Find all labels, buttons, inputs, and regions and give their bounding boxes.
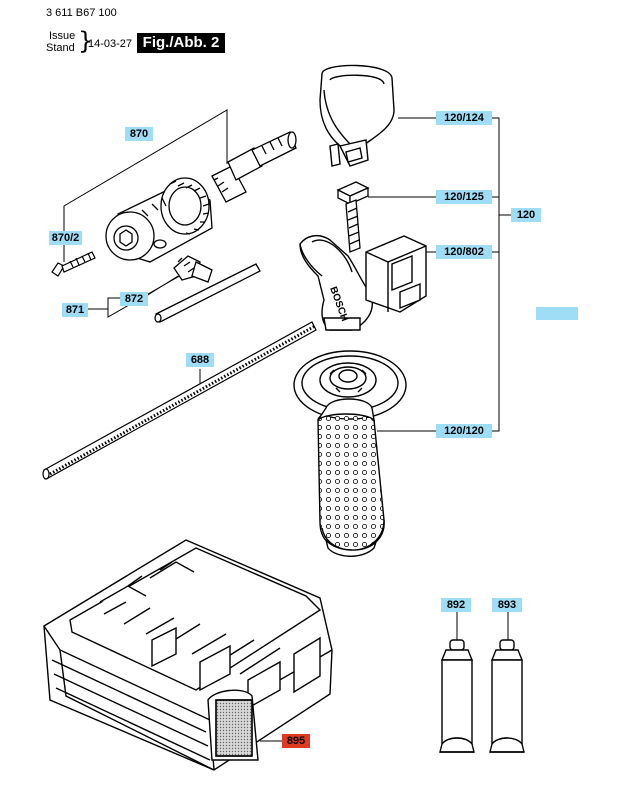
callout-892: 892 (441, 598, 471, 612)
issue-label: Issue (49, 30, 76, 42)
chuck-adapter-part (211, 131, 297, 203)
grease-tube-part-893 (489, 639, 525, 753)
stand-label: Stand (46, 42, 75, 54)
handle-holder-part: BOSCH (299, 234, 427, 331)
callout-870-2: 870/2 (49, 231, 82, 245)
callout-120-120: 120/120 (436, 424, 492, 438)
callout-120-125: 120/125 (436, 190, 492, 204)
callout-120-802: 120/802 (436, 245, 492, 259)
grease-tube-part-892 (439, 639, 475, 753)
chuck-key-part (154, 255, 261, 323)
t-bolt-part (336, 181, 370, 253)
auxiliary-handle-part (293, 350, 407, 557)
screw-part (51, 251, 96, 277)
leader-lines-chuck (63, 109, 228, 386)
clamping-band-part (319, 64, 395, 167)
issue-date: 14-03-27 (88, 38, 133, 50)
callout-688: 688 (186, 353, 214, 367)
drill-chuck-part (105, 177, 213, 263)
callout-893: 893 (492, 598, 522, 612)
empty-callout (536, 307, 578, 320)
document-number: 3 611 B67 100 (46, 7, 117, 19)
callout-120: 120 (511, 208, 541, 222)
callout-870: 870 (125, 127, 153, 141)
callout-895: 895 (282, 734, 310, 748)
callout-872: 872 (120, 292, 148, 306)
carrying-case-part (43, 539, 333, 771)
depth-stop-rod-part (42, 321, 317, 480)
callout-120-124: 120/124 (436, 111, 492, 125)
figure-label: Fig./Abb. 2 (137, 33, 225, 53)
brace-icon: } (78, 27, 94, 55)
callout-871: 871 (62, 303, 88, 317)
